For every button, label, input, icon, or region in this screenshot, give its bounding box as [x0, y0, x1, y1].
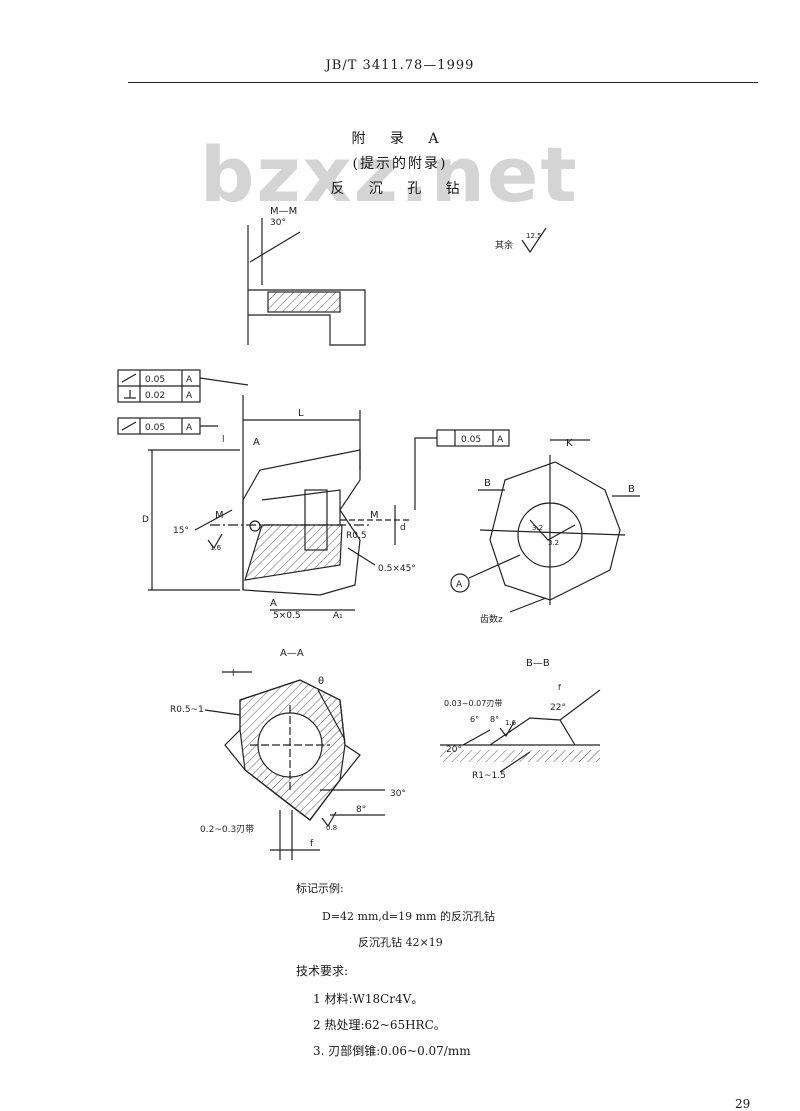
tol4-value: 0.05: [461, 435, 481, 445]
land-width-a: 0.2~0.3刃带: [200, 824, 254, 835]
bb-angle-6: 6°: [470, 715, 479, 724]
appendix-title: 附 录 A: [351, 131, 449, 147]
tech-requirement-2: 2 热处理:62~65HRC。: [313, 1018, 446, 1032]
ra-32-b: 3.2: [548, 539, 559, 547]
section-mm-label: M—M: [270, 206, 297, 217]
tol3-value: 0.05: [145, 423, 165, 433]
roughness-rest: 其余: [495, 239, 513, 251]
marking-example-line2: 反沉孔钻 42×19: [358, 936, 443, 949]
aa-angle-theta: θ: [318, 676, 324, 687]
bb-dim-f: f: [558, 683, 561, 692]
ra-32-a: 3.2: [532, 524, 543, 532]
bb-radius: R1~1.5: [472, 771, 506, 781]
dim-L: L: [298, 408, 304, 419]
section-bb-label: B—B: [526, 658, 550, 669]
watermark: bzxz.net: [200, 130, 579, 219]
tech-requirement-3: 3. 刃部倒锥:0.06~0.07/mm: [313, 1044, 471, 1058]
roughness-value: 12.5: [526, 232, 542, 240]
page-number: 29: [735, 1097, 751, 1111]
dim-d: d: [400, 523, 406, 533]
aa-dim-l: l: [232, 669, 235, 679]
section-b-right: B: [628, 484, 635, 495]
aa-angle-8: 8°: [356, 805, 366, 815]
standard-header: JB/T 3411.78—1999: [325, 58, 475, 73]
tech-requirements-label: 技术要求:: [296, 964, 349, 978]
dim-K: K: [566, 438, 573, 449]
section-a-bottom: A: [270, 598, 277, 609]
tol3-datum: A: [186, 423, 193, 433]
angle-30-mm: 30°: [270, 218, 286, 228]
dim-A1: A₁: [333, 611, 343, 621]
tol4-datum: A: [497, 435, 504, 445]
marking-example-line1: D=42 mm,d=19 mm 的反沉孔钻: [322, 910, 495, 923]
tol2-datum: A: [186, 391, 193, 401]
aa-radius: R0.5~1: [170, 705, 204, 715]
section-m-right: M: [370, 510, 379, 521]
angle-15: 15°: [173, 526, 189, 536]
tol1-value: 0.05: [145, 375, 165, 385]
ra-08: 0.8: [326, 824, 337, 832]
tech-requirement-1: 1 材料:W18Cr4V。: [313, 992, 424, 1006]
section-b-left: B: [484, 478, 491, 489]
marking-example-label: 标记示例:: [296, 882, 344, 895]
technical-drawing: M—M 30° 其余 12.5 0.05 A 0.02 A 0.05 A 0.0…: [117, 206, 640, 860]
bb-angle-20: 20°: [446, 745, 462, 755]
radius-r05: R0.5: [346, 531, 367, 541]
section-a-top: A: [253, 437, 260, 448]
dim-l: l: [222, 435, 225, 445]
dim-5x05: 5×0.5: [273, 611, 301, 621]
bb-angle-8: 8°: [490, 715, 499, 724]
header-rule: [128, 82, 758, 83]
bb-ra-16: 1.6: [505, 719, 517, 727]
aa-dim-f: f: [310, 839, 314, 849]
dim-D: D: [142, 515, 149, 525]
tol1-datum: A: [186, 375, 193, 385]
bb-angle-22: 22°: [550, 703, 566, 713]
section-m-left: M: [215, 510, 224, 521]
teeth-count: 齿数z: [480, 613, 503, 625]
appendix-note: (提示的附录): [352, 156, 448, 172]
tool-name: 反 沉 孔 钻: [330, 181, 470, 197]
section-aa-label: A—A: [280, 648, 304, 659]
tol2-value: 0.02: [145, 391, 165, 401]
aa-angle-30: 30°: [390, 789, 406, 799]
detail-circle-a: A: [456, 580, 463, 590]
land-width-b: 0.03~0.07刃带: [444, 699, 502, 708]
chamfer: 0.5×45°: [378, 564, 416, 574]
ra-16: 1.6: [210, 544, 222, 552]
